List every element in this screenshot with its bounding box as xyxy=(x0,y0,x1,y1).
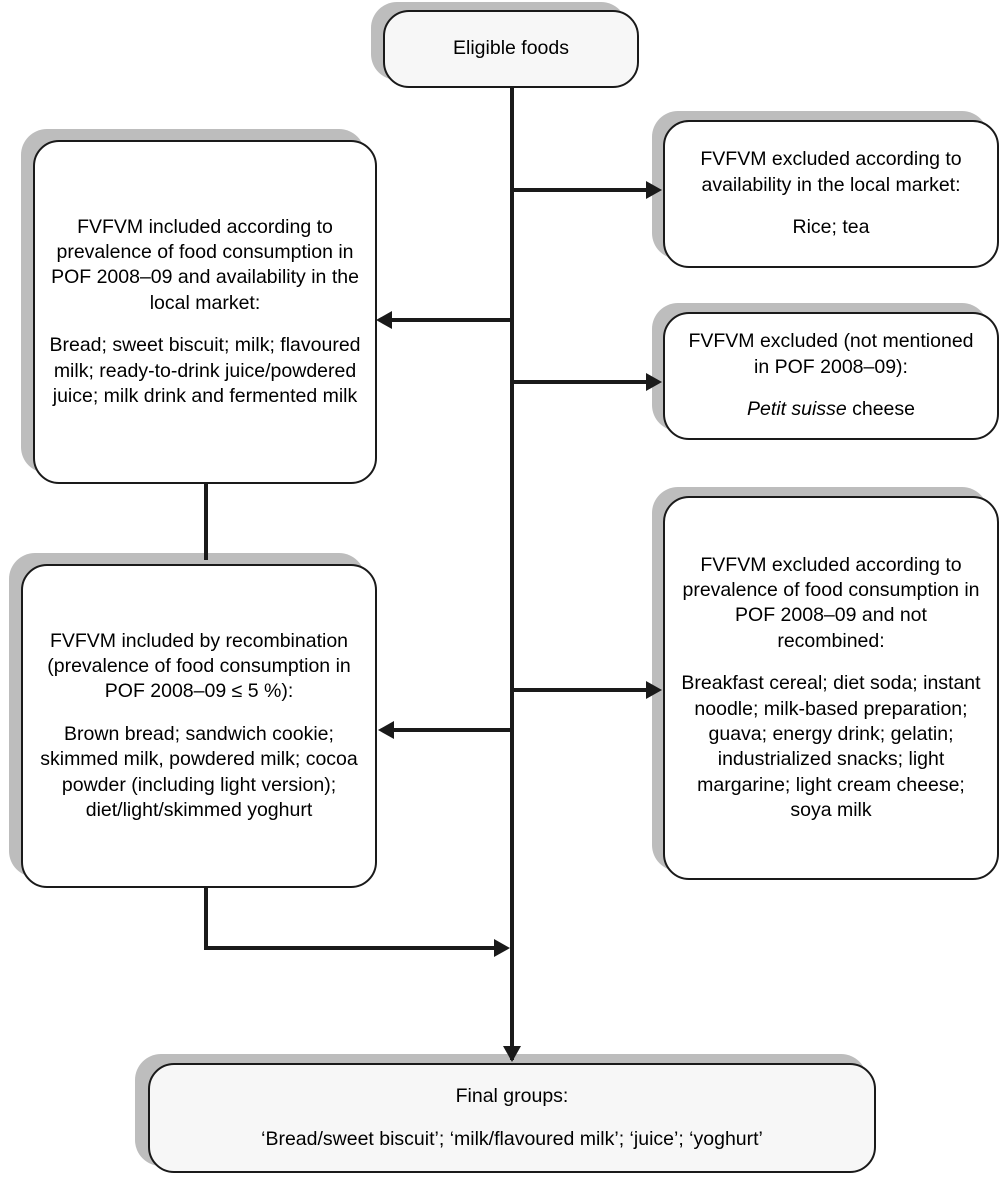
included-recombination-heading: FVFVM included by recombination (prevale… xyxy=(47,629,351,703)
excluded-not-mentioned-items: Petit suisse cheese xyxy=(747,397,915,422)
node-eligible-foods[interactable]: Eligible foods xyxy=(383,10,639,88)
branch-to-excluded-not-recombined xyxy=(510,688,648,692)
eligible-foods-label: Eligible foods xyxy=(453,37,569,60)
included-availability-heading: FVFVM included according to prevalence o… xyxy=(51,215,359,314)
petit-suisse-rest: cheese xyxy=(846,398,916,421)
connector-recombination-elbow-horizontal xyxy=(204,946,496,950)
excluded-not-recombined-items: Breakfast cereal; diet soda; instant noo… xyxy=(681,672,981,821)
node-excluded-not-mentioned[interactable]: FVFVM excluded (not mentioned in POF 200… xyxy=(663,312,999,440)
node-included-recombination[interactable]: FVFVM included by recombination (prevale… xyxy=(21,564,377,888)
trunk-arrowhead-final xyxy=(503,1046,521,1062)
trunk-vertical-main xyxy=(510,88,514,1060)
connector-included-to-recombination xyxy=(204,478,208,560)
node-final-groups[interactable]: Final groups: ‘Bread/sweet biscuit’; ‘mi… xyxy=(148,1063,876,1173)
branch-to-included-availability xyxy=(391,318,512,322)
excluded-availability-heading: FVFVM excluded according to availability… xyxy=(700,148,962,196)
arrowhead-excluded-not-mentioned xyxy=(646,373,662,391)
branch-to-included-recombination xyxy=(393,728,512,732)
branch-to-excluded-availability xyxy=(510,188,648,192)
final-groups-items: ‘Bread/sweet biscuit’; ‘milk/flavoured m… xyxy=(261,1127,763,1150)
branch-to-excluded-not-mentioned xyxy=(510,380,648,384)
arrowhead-excluded-availability xyxy=(646,181,662,199)
petit-suisse-italic: Petit suisse xyxy=(746,398,847,421)
connector-recombination-elbow-vertical xyxy=(204,886,208,950)
excluded-not-mentioned-heading: FVFVM excluded (not mentioned in POF 200… xyxy=(688,330,974,378)
excluded-availability-items: Rice; tea xyxy=(792,216,870,239)
arrowhead-included-recombination xyxy=(378,721,394,739)
excluded-not-recombined-heading: FVFVM excluded according to prevalence o… xyxy=(682,553,980,652)
arrowhead-recombination-to-trunk xyxy=(494,939,510,957)
included-availability-items: Bread; sweet biscuit; milk; flavoured mi… xyxy=(49,334,361,407)
included-recombination-items: Brown bread; sandwich cookie; skimmed mi… xyxy=(40,722,358,821)
node-included-availability[interactable]: FVFVM included according to prevalence o… xyxy=(33,140,377,484)
node-excluded-not-recombined[interactable]: FVFVM excluded according to prevalence o… xyxy=(663,496,999,880)
final-groups-heading: Final groups: xyxy=(455,1085,569,1108)
arrowhead-included-availability xyxy=(376,311,392,329)
node-excluded-availability[interactable]: FVFVM excluded according to availability… xyxy=(663,120,999,268)
arrowhead-excluded-not-recombined xyxy=(646,681,662,699)
